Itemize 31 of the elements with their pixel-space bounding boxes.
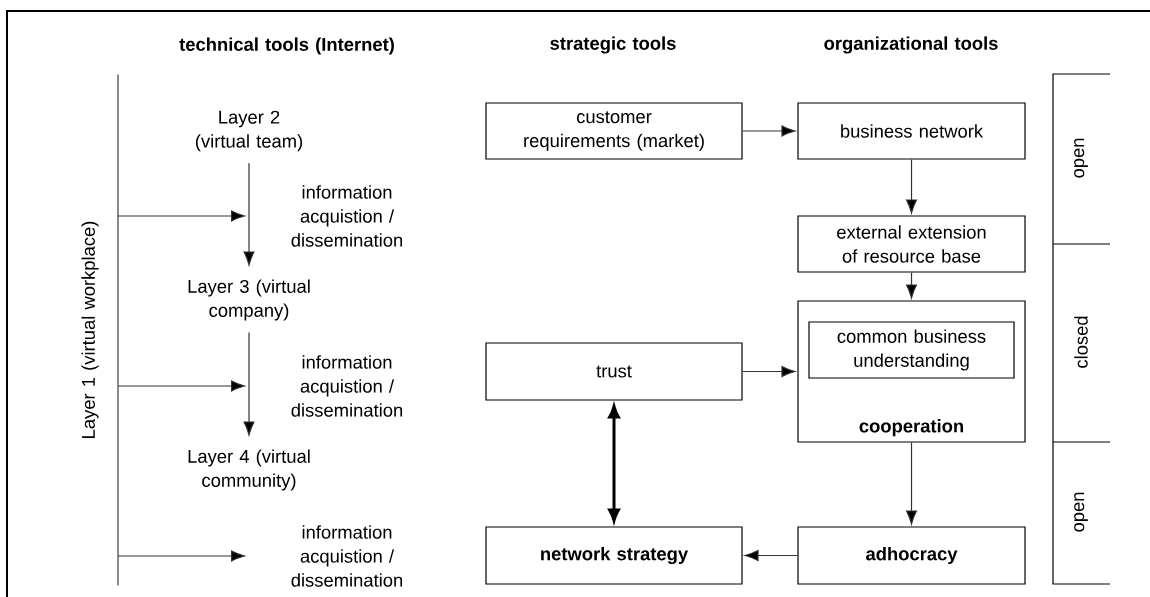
arrow xyxy=(742,365,796,378)
process-box: business network xyxy=(797,102,1026,160)
process-box: external extension of resource base xyxy=(797,215,1026,273)
flow-note: information acquistion / dissemination xyxy=(291,525,403,587)
process-box: common business understanding xyxy=(808,321,1015,379)
column-heading: strategic tools xyxy=(550,36,676,54)
arrow xyxy=(744,549,798,562)
band-label: open xyxy=(1074,492,1088,532)
arrow xyxy=(117,550,246,562)
layer-label: Layer 3 (virtual company) xyxy=(188,279,310,321)
arrow xyxy=(905,442,918,525)
process-box: customer requirements (market) xyxy=(485,102,743,160)
layer-label: Layer 1 (virtual workplace) xyxy=(81,73,119,587)
process-box: network strategy xyxy=(485,526,743,585)
arrow xyxy=(905,272,918,299)
arrow xyxy=(243,331,255,436)
arrow xyxy=(742,125,796,137)
arrow xyxy=(905,159,918,214)
layer-label: Layer 4 (virtual community) xyxy=(188,449,310,491)
column-heading: organizational tools xyxy=(824,36,998,54)
flow-note: information acquistion / dissemination xyxy=(291,355,403,417)
process-box: adhocracy xyxy=(797,526,1026,585)
arrow xyxy=(243,162,255,266)
flow-note: information acquistion / dissemination xyxy=(291,185,403,247)
arrow xyxy=(117,210,246,222)
arrow xyxy=(117,380,246,392)
band-label: closed xyxy=(1074,316,1088,368)
column-heading: technical tools (Internet) xyxy=(179,37,394,55)
process-box: trust xyxy=(485,342,743,401)
layer-label: Layer 2 (virtual team) xyxy=(195,110,303,152)
band-label: open xyxy=(1074,138,1088,178)
